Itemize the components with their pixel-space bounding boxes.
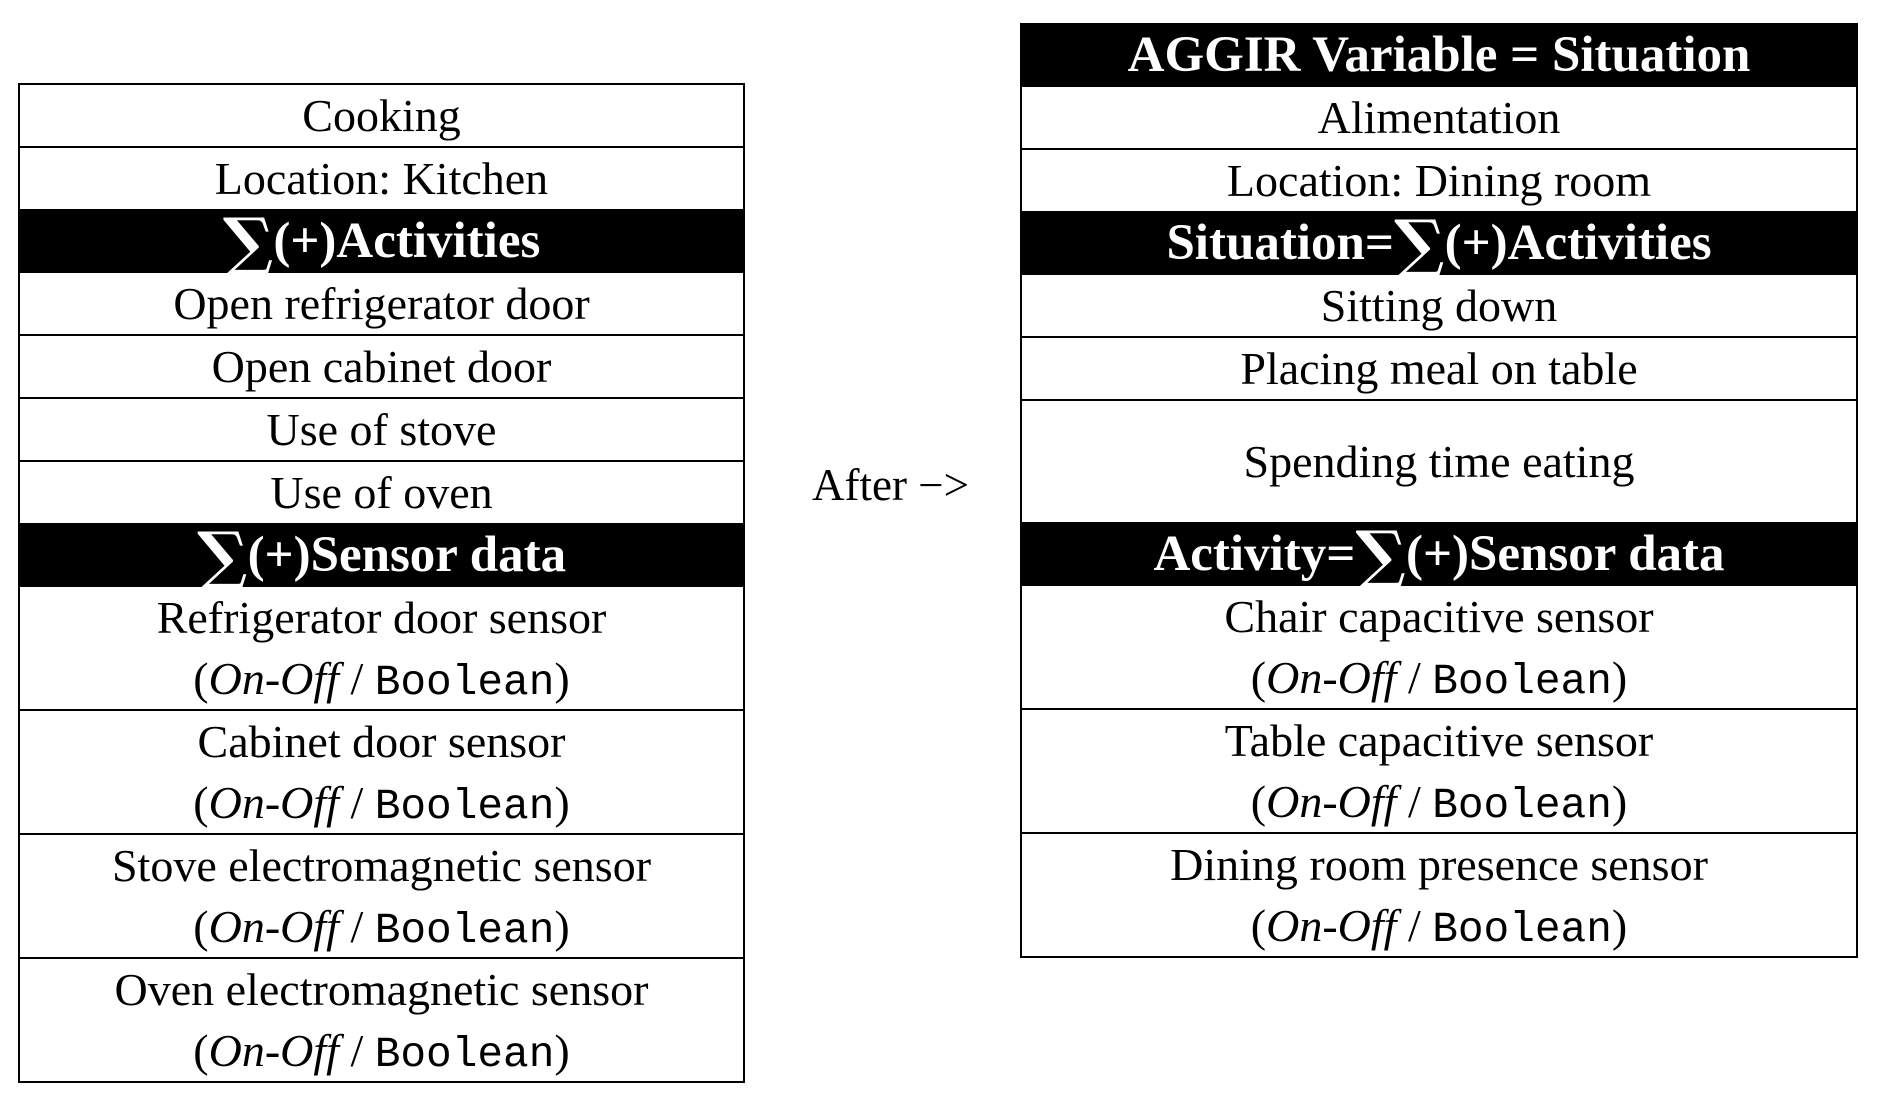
table-row: Cooking <box>18 83 745 148</box>
table-row: Activity=∑(+)Sensor data <box>1020 522 1858 589</box>
table-cell: Chair capacitive sensor(On-Off / Boolean… <box>1020 584 1858 710</box>
table-row: Table capacitive sensor(On-Off / Boolean… <box>1020 708 1858 834</box>
table-row: Cabinet door sensor(On-Off / Boolean) <box>18 709 745 835</box>
table-row: Spending time eating <box>1020 399 1858 524</box>
table-header-cell: ∑(+)Activities <box>18 209 745 276</box>
table-cell: Sitting down <box>1020 273 1858 338</box>
summation-symbol: ∑ <box>222 202 274 282</box>
table-row: Refrigerator door sensor(On-Off / Boolea… <box>18 585 745 711</box>
table-row: Open refrigerator door <box>18 271 745 336</box>
summation-symbol: ∑ <box>1355 515 1406 595</box>
table-cell: Use of oven <box>18 460 745 525</box>
table-row: Use of oven <box>18 460 745 525</box>
table-row: Open cabinet door <box>18 334 745 399</box>
table-cell: Refrigerator door sensor(On-Off / Boolea… <box>18 585 745 711</box>
table-row: Chair capacitive sensor(On-Off / Boolean… <box>1020 584 1858 710</box>
table-row: ∑(+)Sensor data <box>18 523 745 590</box>
table-cell: Cabinet door sensor(On-Off / Boolean) <box>18 709 745 835</box>
table-header-cell: Activity=∑(+)Sensor data <box>1020 522 1858 589</box>
table-row: Use of stove <box>18 397 745 462</box>
table-cell: Placing meal on table <box>1020 336 1858 401</box>
table-row: Stove electromagnetic sensor(On-Off / Bo… <box>18 833 745 959</box>
table-cell: Open cabinet door <box>18 334 745 399</box>
table-cell: Table capacitive sensor(On-Off / Boolean… <box>1020 708 1858 834</box>
table-row: Location: Dining room <box>1020 148 1858 213</box>
table-row: ∑(+)Activities <box>18 209 745 276</box>
summation-symbol: ∑ <box>196 516 248 596</box>
table-row: Oven electromagnetic sensor(On-Off / Boo… <box>18 957 745 1083</box>
table-row: Dining room presence sensor(On-Off / Boo… <box>1020 832 1858 958</box>
table-cell: Dining room presence sensor(On-Off / Boo… <box>1020 832 1858 958</box>
table-row: Placing meal on table <box>1020 336 1858 401</box>
table-header-cell: AGGIR Variable = Situation <box>1020 23 1858 87</box>
table-cell: Open refrigerator door <box>18 271 745 336</box>
table-cell: Oven electromagnetic sensor(On-Off / Boo… <box>18 957 745 1083</box>
table-row: Sitting down <box>1020 273 1858 338</box>
table-cell: Location: Dining room <box>1020 148 1858 213</box>
table-row: Alimentation <box>1020 85 1858 150</box>
after-arrow-label: After −> <box>812 460 969 510</box>
table-header-cell: ∑(+)Sensor data <box>18 523 745 590</box>
table-cell: Spending time eating <box>1020 399 1858 524</box>
table-cell: Cooking <box>18 83 745 148</box>
table-cell: Use of stove <box>18 397 745 462</box>
table-row: AGGIR Variable = Situation <box>1020 23 1858 87</box>
table-row: Situation=∑(+)Activities <box>1020 211 1858 278</box>
table-cell: Alimentation <box>1020 85 1858 150</box>
table-cell: Location: Kitchen <box>18 146 745 211</box>
summation-symbol: ∑ <box>1393 204 1445 284</box>
table-cell: Stove electromagnetic sensor(On-Off / Bo… <box>18 833 745 959</box>
table-row: Location: Kitchen <box>18 146 745 211</box>
table-header-cell: Situation=∑(+)Activities <box>1020 211 1858 278</box>
